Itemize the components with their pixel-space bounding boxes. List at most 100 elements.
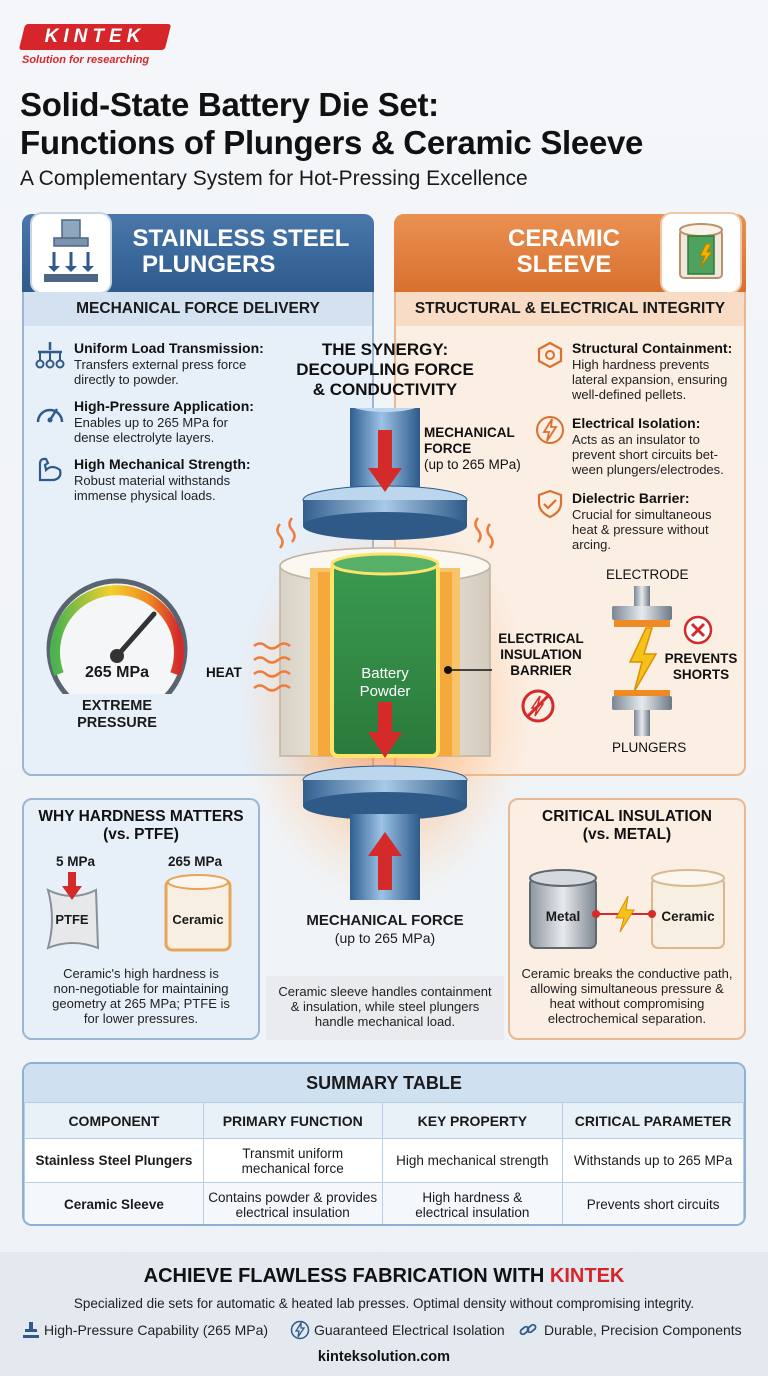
feature-title-electrical-isolation: Electrical Isolation: [572, 415, 701, 431]
summary-header-parameter: CRITICAL PARAMETER [562, 1102, 744, 1139]
table-row: Ceramic Sleeve Contains powder & provide… [24, 1182, 744, 1224]
hardness-title-line1: WHY HARDNESS MATTERS [38, 808, 244, 825]
insulation-title-line2: (vs. METAL) [582, 826, 672, 843]
load-distribution-icon [34, 340, 66, 370]
barrier-label-line3: BARRIER [510, 663, 572, 678]
strength-arm-icon [34, 454, 66, 484]
summary-cell-property: High mechanical strength [381, 1138, 564, 1183]
electrode-shorts-diagram [600, 586, 684, 736]
sleeve-band: STRUCTURAL & ELECTRICAL INTEGRITY [396, 292, 744, 326]
summary-cell-function: Transmit uniform mechanical force [202, 1138, 383, 1183]
brand-tagline: Solution for researching [22, 54, 150, 66]
page-title-line2: Functions of Plungers & Ceramic Sleeve [20, 124, 644, 161]
feature-text-electrical-isolation-2: prevent short circuits bet- [572, 447, 718, 462]
footer-title: ACHIEVE FLAWLESS FABRICATION WITH KINTEK [0, 1265, 768, 1288]
feature-text-high-pressure-2: dense electrolyte layers. [74, 430, 215, 445]
synergy-note: Ceramic sleeve handles containment & ins… [266, 976, 504, 1040]
summary-cell-parameter: Prevents short circuits [562, 1182, 744, 1224]
summary-cell-component: Stainless Steel Plungers [24, 1138, 204, 1183]
link-icon [518, 1321, 538, 1339]
feature-title-high-pressure: High-Pressure Application: [74, 398, 254, 414]
page-subtitle: A Complementary System for Hot-Pressing … [20, 167, 528, 190]
insulation-title-line1: CRITICAL INSULATION [542, 808, 712, 825]
summary-cell-property: High hardness & electrical insulation [381, 1182, 564, 1224]
heat-label: HEAT [206, 665, 242, 680]
insulation-text-line2: allowing simultaneous pressure & [530, 981, 724, 996]
force-top-label-line2: FORCE [424, 441, 472, 456]
hardness-text-line2: non-negotiable for maintaining [53, 981, 229, 996]
synergy-note-line2: & insulation, while steel plungers [290, 999, 480, 1014]
synergy-note-line3: handle mechanical load. [314, 1014, 456, 1029]
summary-cell-component: Ceramic Sleeve [24, 1182, 204, 1224]
footer-title-prefix: ACHIEVE FLAWLESS FABRICATION WITH [143, 1265, 550, 1287]
die-set-cross-section [235, 396, 535, 988]
feature-text-high-pressure-1: Enables up to 265 MPa for [74, 415, 228, 430]
insulation-text-line1: Ceramic breaks the conductive path, [521, 966, 733, 981]
lightning-icon [534, 414, 566, 446]
ptfe-value: 5 MPa [56, 854, 96, 869]
feature-text-dielectric-barrier-3: arcing. [572, 537, 612, 552]
feature-title-containment: Structural Containment: [572, 340, 733, 356]
feature-title-uniform-load: Uniform Load Transmission: [74, 340, 264, 356]
summary-header-property: KEY PROPERTY [381, 1102, 564, 1139]
gauge-label-line1: EXTREME [81, 698, 153, 714]
summary-cell-parameter: Withstands up to 265 MPa [562, 1138, 744, 1183]
plungers-title-line1: STAINLESS STEEL [132, 225, 350, 252]
ptfe-label: PTFE [55, 912, 89, 927]
barrier-label-line2: INSULATION [500, 647, 582, 662]
summary-title: SUMMARY TABLE [24, 1064, 744, 1102]
footer-subtitle: Specialized die sets for automatic & hea… [73, 1296, 695, 1311]
feature-text-electrical-isolation-3: ween plungers/electrodes. [572, 462, 724, 477]
summary-cell-function-line2: mechanical force [241, 1160, 344, 1176]
page-title-line1: Solid-State Battery Die Set: [20, 86, 439, 123]
hardness-comparison-graphic [44, 872, 244, 958]
feature-text-electrical-isolation-1: Acts as an insulator to [572, 432, 700, 447]
synergy-heading-line2: DECOUPLING FORCE [296, 360, 474, 379]
hardness-text-line4: for lower pressures. [83, 1011, 199, 1026]
lightning-icon [290, 1320, 310, 1340]
pressure-gauge-icon [34, 398, 66, 428]
feature-text-uniform-load-1: Transfers external press force [74, 357, 247, 372]
footer-title-brand: KINTEK [549, 1265, 625, 1287]
barrier-label-line1: ELECTRICAL [498, 631, 584, 646]
synergy-note-line1: Ceramic sleeve handles containment [278, 984, 492, 999]
hardness-title-line2: (vs. PTFE) [103, 826, 179, 843]
summary-header-function: PRIMARY FUNCTION [202, 1102, 383, 1139]
insulation-text-line3: heat without compromising [549, 996, 705, 1011]
insulation-comparison-graphic [526, 866, 732, 956]
feature-text-dielectric-barrier-1: Crucial for simultaneous [572, 507, 712, 522]
no-current-icon [520, 688, 556, 724]
plunger-press-icon [30, 212, 112, 294]
electrode-label: ELECTRODE [606, 567, 689, 582]
gauge-value: 265 MPa [84, 664, 150, 681]
sleeve-title-line2: SLEEVE [516, 251, 612, 278]
plungers-header: STAINLESS STEEL PLUNGERS [22, 212, 374, 294]
footer-item-isolation: Guaranteed Electrical Isolation [314, 1322, 505, 1338]
feature-text-mechanical-strength-1: Robust material withstands [74, 473, 231, 488]
force-top-label-line1: MECHANICAL [424, 425, 515, 440]
gauge-label-line2: PRESSURE [77, 715, 157, 731]
prevents-label-line1: PREVENTS [664, 651, 738, 666]
plungers-band: MECHANICAL FORCE DELIVERY [24, 292, 372, 326]
summary-cell-property-line2: electrical insulation [415, 1204, 530, 1220]
metal-label: Metal [545, 909, 581, 924]
force-top-label-line3: (up to 265 MPa) [424, 457, 521, 472]
hardness-text-line1: Ceramic's high hardness is [63, 966, 219, 981]
feature-text-containment-1: High hardness prevents [572, 357, 710, 372]
plungers-label: PLUNGERS [612, 740, 687, 755]
feature-title-dielectric-barrier: Dielectric Barrier: [572, 490, 690, 506]
synergy-heading-line3: & CONDUCTIVITY [312, 380, 458, 399]
hardness-text-line3: geometry at 265 MPa; PTFE is [52, 996, 230, 1011]
powder-label-line1: Battery [361, 665, 409, 682]
summary-header-component: COMPONENT [24, 1102, 204, 1139]
footer-website-link[interactable]: kinteksolution.com [317, 1349, 451, 1365]
shield-icon [534, 488, 566, 520]
table-row: Stainless Steel Plungers Transmit unifor… [24, 1138, 744, 1183]
brand-logo[interactable]: KINTEK [44, 26, 146, 47]
plungers-title-line2: PLUNGERS [142, 251, 276, 278]
feature-text-mechanical-strength-2: immense physical loads. [74, 488, 216, 503]
ceramic-value: 265 MPa [168, 854, 223, 869]
powder-label-line2: Powder [359, 683, 411, 700]
prevent-cross-icon [682, 614, 714, 646]
summary-cell-function-line2: electrical insulation [235, 1204, 350, 1220]
